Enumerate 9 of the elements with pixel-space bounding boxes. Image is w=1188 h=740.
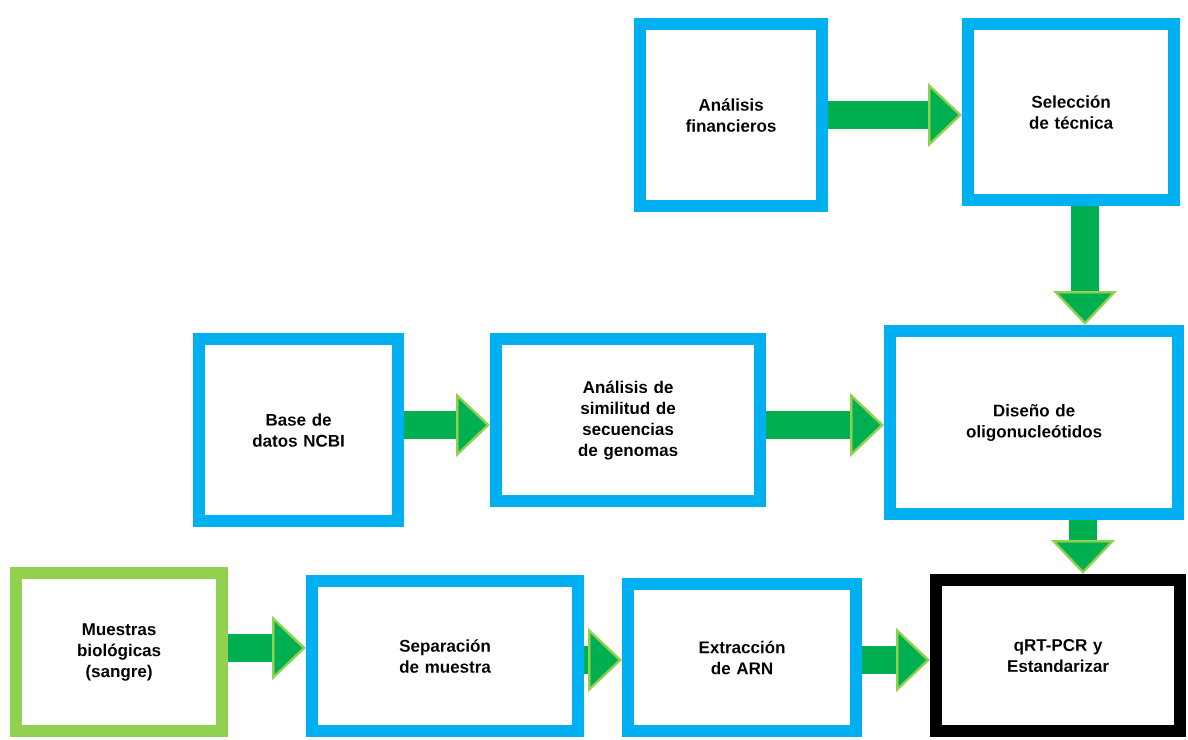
- process-box: Muestras biológicas (sangre): [10, 567, 228, 737]
- process-box: Base de datos NCBI: [193, 333, 404, 527]
- process-box: Análisis de similitud de secuencias de genomas: [490, 333, 766, 507]
- process-box: Extracción de ARN: [622, 578, 862, 737]
- process-box: Separación de muestra: [306, 575, 584, 737]
- process-box: Diseño de oligonucleótidos: [884, 325, 1184, 520]
- process-box: qRT-PCR y Estandarizar: [930, 574, 1186, 737]
- process-box: Selección de técnica: [962, 18, 1180, 206]
- process-box: Análisis financieros: [634, 18, 828, 212]
